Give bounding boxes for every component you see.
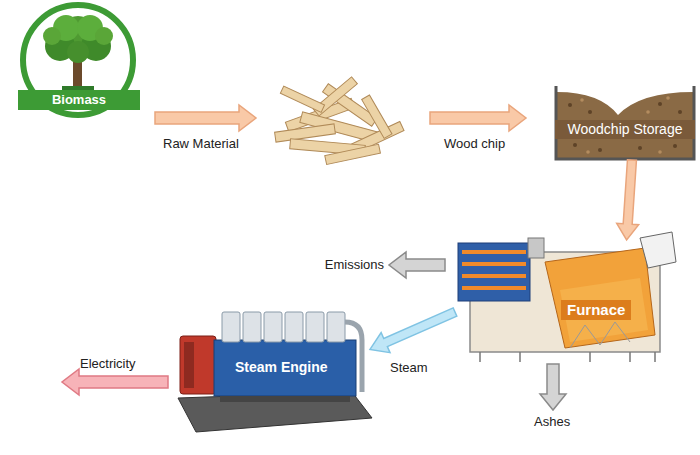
storage-box: Woodchip Storage (555, 85, 700, 160)
output-arrow (62, 369, 168, 395)
furnace-box: Furnace (455, 240, 675, 360)
output-arrow (389, 252, 445, 278)
edge-label: Steam (390, 360, 428, 376)
node-text: Steam Engine (231, 358, 332, 377)
engine-illustration (178, 312, 372, 432)
node-text: Furnace (561, 300, 631, 320)
woodchips-illustration (275, 77, 404, 165)
flow-label: Electricity (80, 356, 136, 372)
output-arrow (540, 364, 566, 410)
steam-arrow (370, 308, 457, 353)
biomass-circle: Biomass (15, 2, 148, 120)
flow-label: Ashes (534, 414, 570, 430)
flow-label: Raw Material (163, 136, 239, 152)
engine-box: Steam Engine (175, 300, 370, 430)
node-text: Biomass (18, 90, 140, 110)
flow-arrow (430, 105, 526, 131)
node-text: Woodchip Storage (555, 120, 695, 139)
flow-arrow (617, 160, 639, 240)
flow-label: Wood chip (444, 136, 505, 152)
furnace-illustration (458, 232, 676, 362)
storage-illustration (556, 86, 694, 159)
flow-label: Emissions (325, 257, 384, 273)
flow-arrow (155, 105, 256, 131)
